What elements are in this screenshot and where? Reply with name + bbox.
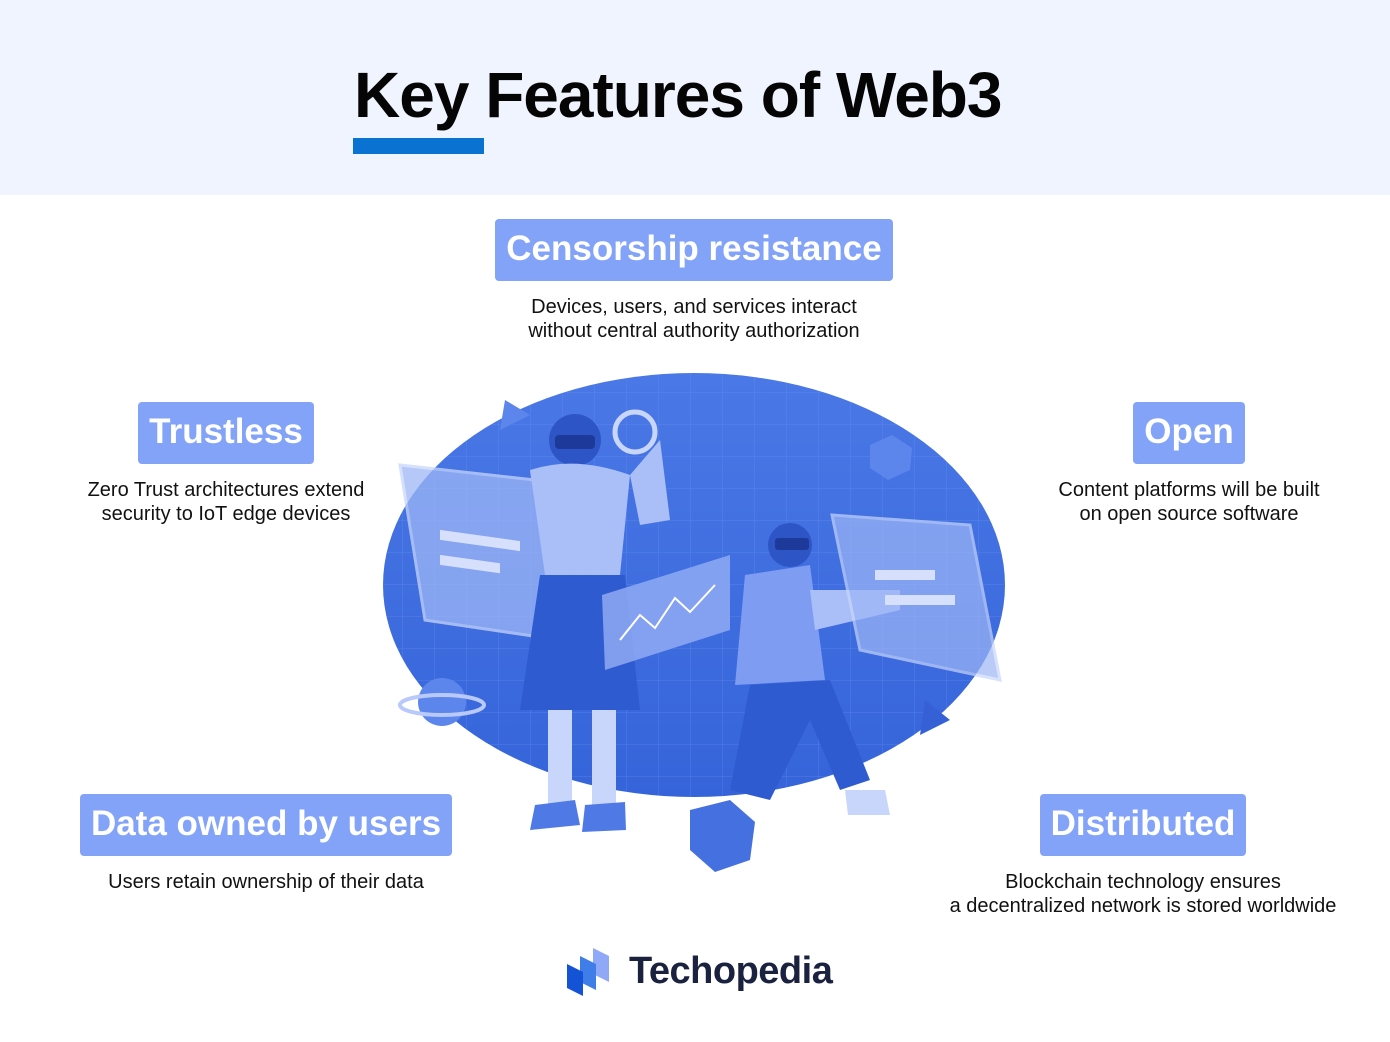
brand-name: Techopedia [629,949,833,992]
feature-title: Data owned by users [79,794,453,856]
feature-title: Trustless [138,402,314,464]
techopedia-logo-icon [567,948,609,996]
feature-title: Open [1133,402,1245,464]
web3-vr-users-illustration [383,373,1005,872]
feature-censorship-resistance: Censorship resistance Devices, users, an… [444,219,944,343]
page-title: Key Features of Web3 [354,59,1002,131]
feature-title: Distributed [1039,794,1247,856]
feature-distributed: Distributed Blockchain technology ensure… [923,794,1363,918]
techopedia-logo: Techopedia [565,946,833,996]
feature-data-owned-by-users: Data owned by users Users retain ownersh… [46,794,486,894]
title-underline [353,138,484,154]
feature-title: Censorship resistance [495,219,893,281]
header-banner: Key Features of Web3 [0,0,1390,195]
feature-trustless: Trustless Zero Trust architectures exten… [26,402,426,526]
feature-description: Users retain ownership of their data [108,871,424,893]
